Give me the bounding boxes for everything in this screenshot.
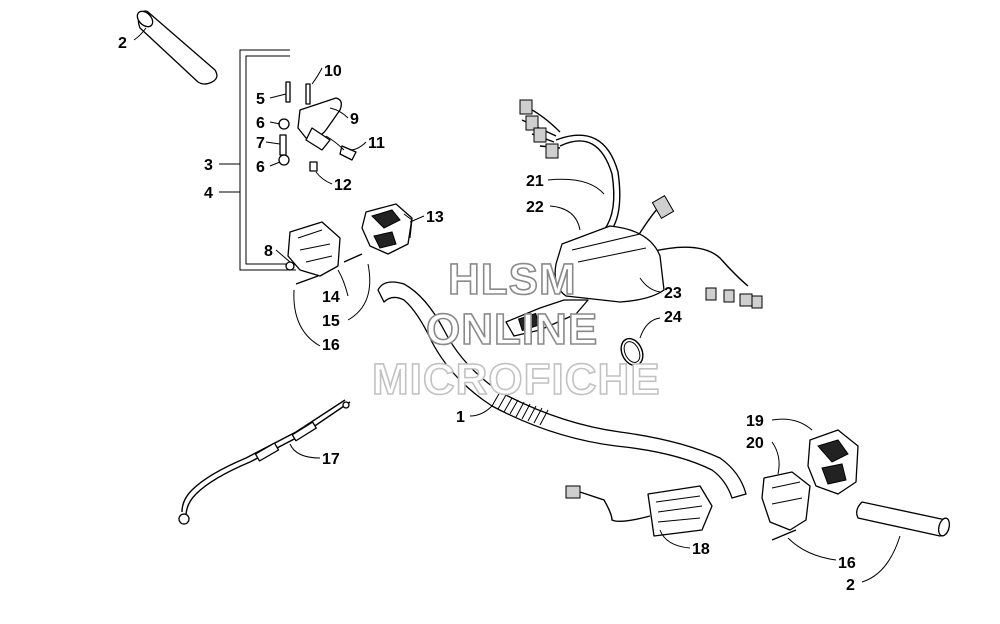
callout-3: 3 xyxy=(204,157,213,174)
knurl-band xyxy=(491,391,549,426)
callout-8: 8 xyxy=(264,243,273,260)
callout-2: 2 xyxy=(118,35,127,52)
wiring-harness xyxy=(505,99,763,337)
leader-lines xyxy=(133,27,901,583)
callout-10: 10 xyxy=(324,63,342,80)
watermark-line1: HLSM xyxy=(448,255,577,304)
callout-labels: 2 10 5 9 6 7 11 3 6 12 4 13 8 14 15 16 2… xyxy=(118,35,856,594)
callout-16: 16 xyxy=(322,337,340,354)
grip-left xyxy=(136,10,218,85)
callout-22: 22 xyxy=(526,199,544,216)
handlebar xyxy=(377,281,747,499)
grip-right xyxy=(856,501,951,537)
watermark-line3: MICROFICHE xyxy=(372,355,661,404)
callout-4: 4 xyxy=(204,185,213,202)
callout-17: 17 xyxy=(322,451,340,468)
bracket-lines-left xyxy=(239,49,296,271)
callout-7: 7 xyxy=(256,135,265,152)
callout-12: 12 xyxy=(334,177,352,194)
switch-housing-right xyxy=(761,429,859,541)
callout-15: 15 xyxy=(322,313,340,330)
callout-20: 20 xyxy=(746,435,764,452)
callout-24: 24 xyxy=(664,309,682,326)
brake-lever-assembly xyxy=(278,81,357,172)
callout-1: 1 xyxy=(456,409,465,426)
watermark: HLSM ONLINE MICROFICHE xyxy=(371,254,661,405)
callout-6-second: 6 xyxy=(256,159,265,176)
callout-9: 9 xyxy=(350,111,359,128)
ring-clip xyxy=(620,337,644,367)
callout-6: 6 xyxy=(256,115,265,132)
callout-23: 23 xyxy=(664,285,682,302)
heater-element xyxy=(565,485,713,537)
callout-14: 14 xyxy=(322,289,340,306)
callout-16-right: 16 xyxy=(838,555,856,572)
callout-21: 21 xyxy=(526,173,544,190)
callout-5: 5 xyxy=(256,91,265,108)
callout-19: 19 xyxy=(746,413,764,430)
callout-13: 13 xyxy=(426,209,444,226)
switch-housing-left xyxy=(285,221,363,285)
callout-18: 18 xyxy=(692,541,710,558)
throttle-cable xyxy=(178,399,351,525)
callout-2-right: 2 xyxy=(846,577,855,594)
switch-module-13 xyxy=(361,203,413,255)
callout-11: 11 xyxy=(368,135,385,152)
watermark-line2: ONLINE xyxy=(426,305,598,354)
